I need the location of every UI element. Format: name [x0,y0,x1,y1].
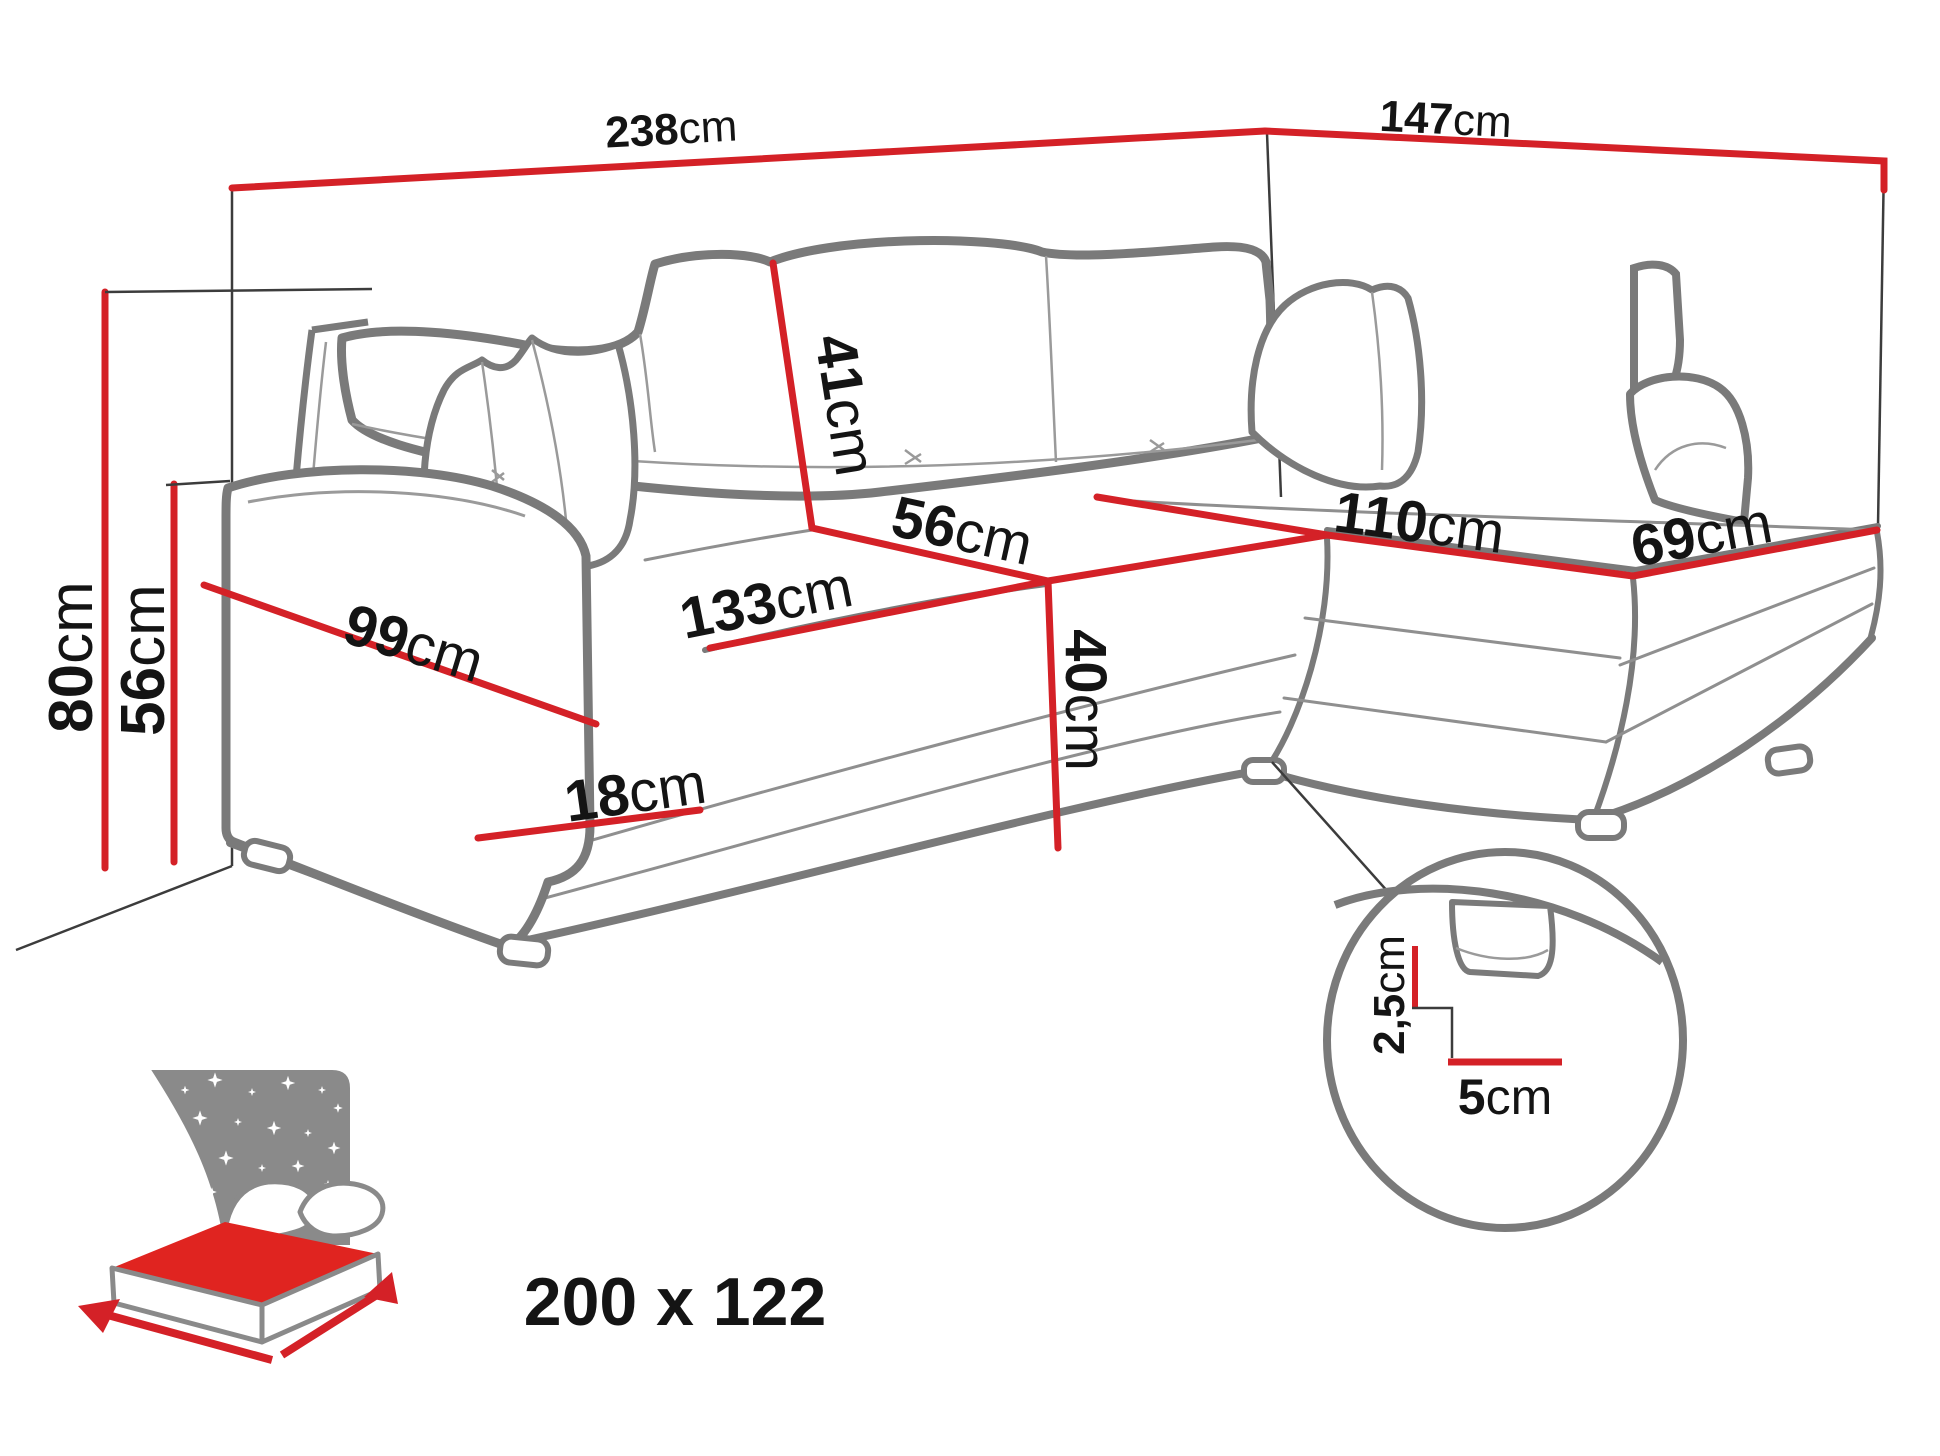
dim-back-cushion-line [769,259,816,532]
leg-detail-leg-curve [1455,946,1549,960]
dim-chaise-length-line [1323,531,1637,580]
sleeping-function-icon [78,1068,398,1364]
label-chaise-width: 69cm [1626,490,1777,580]
label-armrest-width: 18cm [561,751,711,835]
bed-size-arrows [78,1272,398,1364]
backrest-frame [292,318,369,479]
dim-seat-front-edge-line [1044,531,1331,585]
dim-side-depth-line [1261,127,1888,194]
dim-back-width-line [228,127,1269,192]
right-armrest [1626,260,1753,526]
wall-right-line [1876,160,1886,527]
dim-seat-width-line [706,577,1052,652]
floor-left-line [15,864,233,952]
leg-detail-sofa-bottom [1333,884,1665,966]
dimension-ticks [104,287,373,487]
label-backrest-height: 56cm [109,584,178,736]
dim-chaise-inner-edge-line [1093,493,1331,539]
label-back-cushion: 41cm [802,330,888,480]
bed-size-label: 200 x 122 [524,1264,827,1340]
dimension-lines [101,127,1888,872]
label-side-depth: 147cm [1379,92,1513,147]
moon-crescent-icon [136,1068,224,1245]
label-back-width: 238cm [604,101,739,157]
leg-detail-inset [1271,761,1687,1232]
pillow-right [1247,279,1426,491]
label-seat-height: 40cm [1053,629,1118,771]
leg-detail-guides [1412,1006,1454,1058]
leg-pointer-line [1271,761,1390,894]
leg-detail-leg [1449,899,1556,979]
dim-armrest-slope-line [200,581,600,728]
dim-seat-height-line [1044,577,1062,852]
left-armrest [221,465,595,951]
label-leg-height: 2,5cm [1365,935,1414,1055]
label-chaise-length: 110cm [1331,479,1509,566]
label-total-height: 80cm [37,581,106,733]
label-leg-width: 5cm [1458,1069,1552,1125]
dim-chaise-width-line [1629,526,1881,580]
bed-mattress-sides [109,1251,383,1345]
dim-seat-depth-line [808,524,1052,585]
dim-armrest-width-line [474,806,704,842]
sofa-feet [240,743,1814,969]
bed-pillows [222,1179,386,1241]
